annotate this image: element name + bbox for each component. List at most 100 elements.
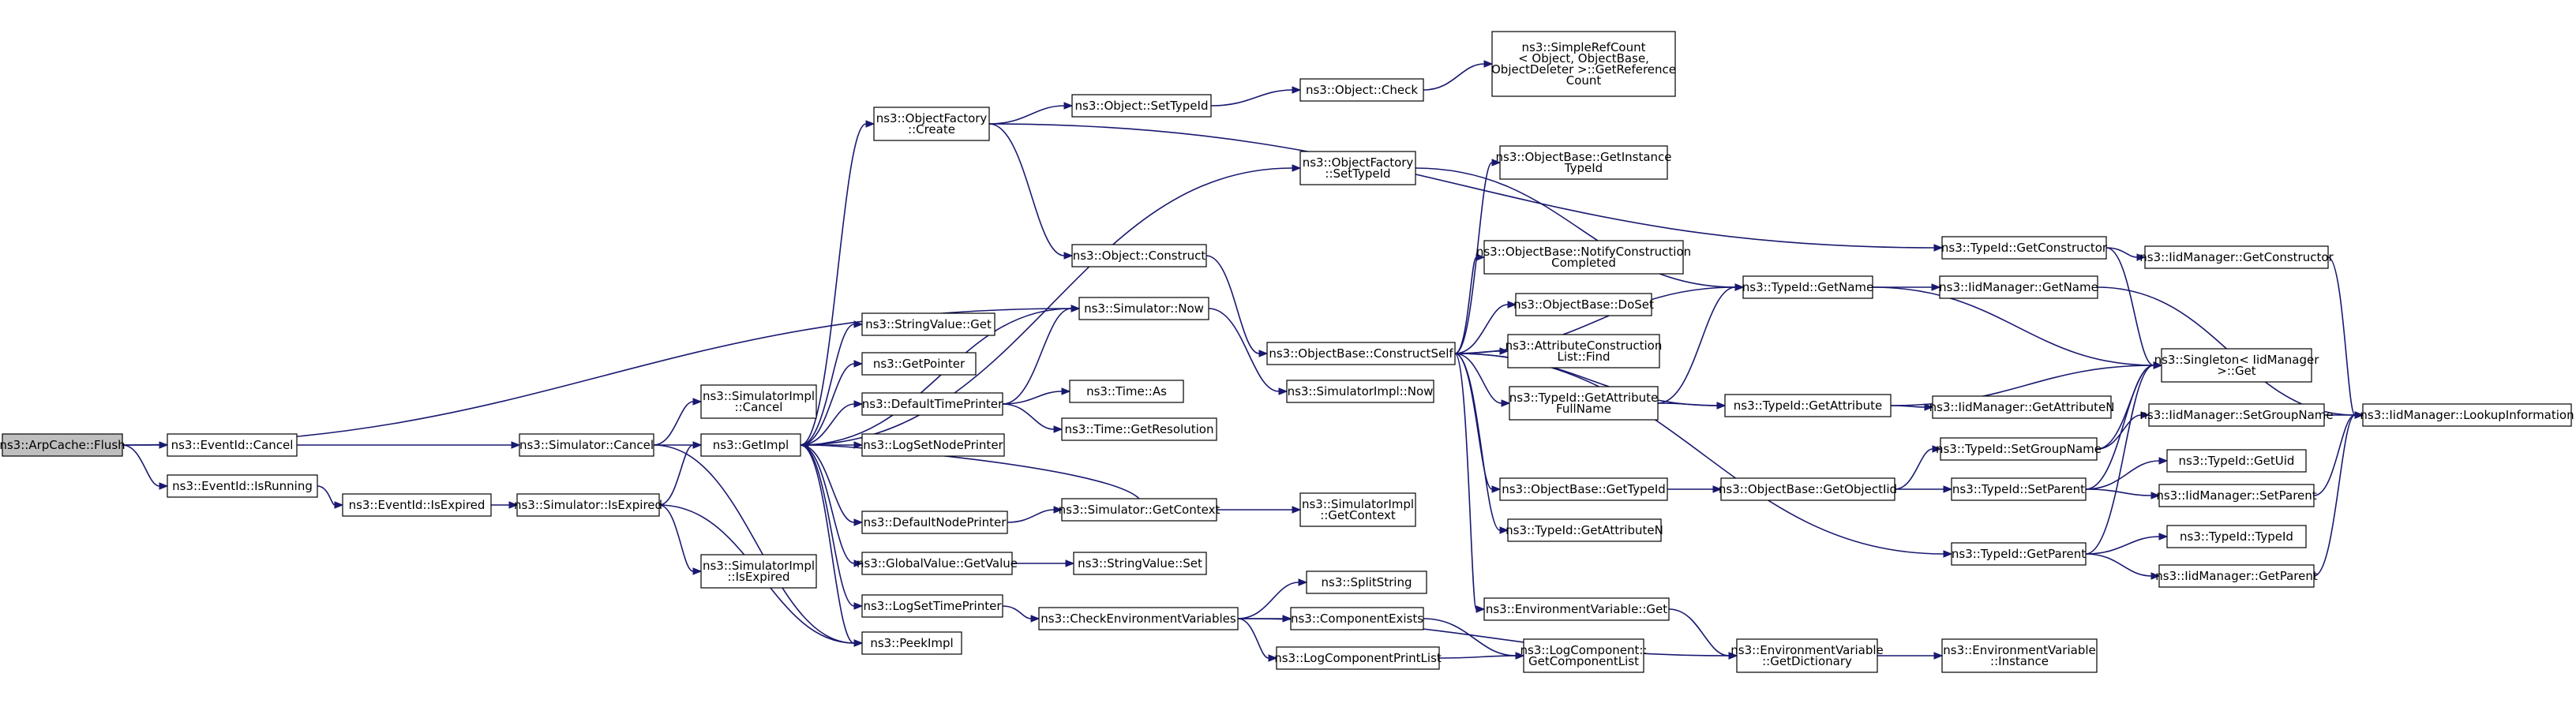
node-typeid-getattributen[interactable]: ns3::TypeId::GetAttributeN (1505, 518, 1663, 542)
node-label: ns3::ObjectFactory (876, 111, 988, 125)
edge-line (2085, 488, 2152, 496)
node-typeid-setparent[interactable]: ns3::TypeId::SetParent (1951, 477, 2087, 501)
node-time-getresolution[interactable]: ns3::Time::GetResolution (1061, 417, 1217, 441)
node-label: ns3::Object::Check (1306, 83, 1418, 97)
node-strval-set[interactable]: ns3::StringValue::Set (1073, 552, 1207, 575)
node-typeid-getname[interactable]: ns3::TypeId::GetName (1742, 275, 1873, 299)
edge-objfactory-create-to-typeid-getconstructor (988, 123, 1944, 252)
node-objfactory-settypeid[interactable]: ns3::ObjectFactory::SetTypeId (1299, 151, 1416, 185)
node-objbase-gettypeid[interactable]: ns3::ObjectBase::GetTypeId (1499, 477, 1668, 501)
node-iidmanager-getconstructor[interactable]: ns3::IidManager::GetConstructor (2139, 245, 2334, 269)
node-objbase-notifyconstruction[interactable]: ns3::ObjectBase::NotifyConstructionCompl… (1476, 240, 1691, 275)
node-simimpl-cancel[interactable]: ns3::SimulatorImpl::Cancel (700, 384, 817, 419)
node-label: ::Create (908, 122, 955, 137)
node-label: ns3::TypeId::GetName (1742, 280, 1873, 294)
node-eid-isexpired[interactable]: ns3::EventId::IsExpired (342, 493, 492, 517)
node-getimpl[interactable]: ns3::GetImpl (700, 433, 801, 457)
edge-line (2105, 247, 2138, 258)
node-typeid-setgroupname[interactable]: ns3::TypeId::SetGroupName (1936, 437, 2102, 461)
edge-arrowhead (1491, 159, 1502, 166)
node-peekimpl[interactable]: ns3::PeekImpl (861, 631, 962, 655)
edge-arrowhead (1507, 301, 1517, 309)
node-label: ns3::GetImpl (713, 438, 789, 452)
node-eid-isrunning[interactable]: ns3::EventId::IsRunning (167, 474, 318, 498)
edge-arrowhead (1298, 578, 1308, 586)
node-splitstring[interactable]: ns3::SplitString (1306, 570, 1427, 594)
node-iidmanager-lookupinformation[interactable]: ns3::IidManager::LookupInformation (2360, 403, 2574, 427)
edge-line (800, 167, 1293, 446)
edge-arrowhead (2136, 253, 2147, 261)
node-objbase-constructself[interactable]: ns3::ObjectBase::ConstructSelf (1266, 342, 1456, 365)
node-logcomponentprintlist[interactable]: ns3::LogComponentPrintList (1274, 646, 1442, 670)
node-sim-now[interactable]: ns3::Simulator::Now (1078, 297, 1209, 320)
node-label: ObjectDeleter >::GetReference (1491, 62, 1676, 77)
node-simimpl-now[interactable]: ns3::SimulatorImpl::Now (1286, 380, 1434, 403)
node-box (700, 554, 817, 589)
node-iidmanager-getname[interactable]: ns3::IidManager::GetName (1939, 275, 2098, 299)
node-sim-getcontext[interactable]: ns3::Simulator::GetContext (1059, 498, 1221, 522)
node-envvar-getdictionary[interactable]: ns3::EnvironmentVariable::GetDictionary (1730, 638, 1884, 673)
node-getpointer[interactable]: ns3::GetPointer (861, 352, 977, 376)
node-envvar-instance[interactable]: ns3::EnvironmentVariable::Instance (1941, 638, 2098, 673)
node-logcomponent-getcomponentlist[interactable]: ns3::LogComponent::GetComponentList (1520, 638, 1648, 673)
node-iidmanager-getattributen[interactable]: ns3::IidManager::GetAttributeN (1929, 395, 2115, 419)
node-sim-cancel[interactable]: ns3::Simulator::Cancel (519, 433, 654, 457)
node-typeid-getattribute[interactable]: ns3::TypeId::GetAttribute (1724, 394, 1892, 417)
edge-line (808, 444, 1140, 499)
node-typeid-typeid[interactable]: ns3::TypeId::TypeId (2166, 525, 2307, 548)
node-label: ns3::TypeId::TypeId (2180, 529, 2293, 544)
node-box (1509, 386, 1659, 421)
node-globalvalue-getvalue[interactable]: ns3::GlobalValue::GetValue (857, 552, 1018, 575)
node-defaultnodeprinter[interactable]: ns3::DefaultNodePrinter (861, 511, 1008, 534)
node-time-as[interactable]: ns3::Time::As (1069, 380, 1184, 403)
edge-typeid-getparent-to-singleton-get (2085, 361, 2163, 555)
node-checkenvvars[interactable]: ns3::CheckEnvironmentVariables (1038, 607, 1239, 630)
edge-line (1894, 448, 1933, 490)
edge-arrowhead (159, 482, 169, 490)
edge-line (800, 444, 855, 644)
node-box (1061, 498, 1217, 522)
node-singleton-get[interactable]: ns3::Singleton< IidManager >::Get (2154, 348, 2320, 383)
node-box (1951, 542, 2087, 566)
node-flush[interactable]: ns3::ArpCache::Flush (0, 433, 126, 457)
node-box (167, 474, 318, 498)
node-sim-isexpired[interactable]: ns3::Simulator::IsExpired (514, 493, 662, 517)
node-logsettimeprinter[interactable]: ns3::LogSetTimePrinter (861, 594, 1003, 618)
edge-line (988, 123, 1065, 256)
edge-arrowhead (1924, 403, 1934, 411)
node-objbase-getobjectiid[interactable]: ns3::ObjectBase::GetObjectIid (1719, 477, 1897, 501)
node-simimpl-getcontext[interactable]: ns3::SimulatorImpl::GetContext (1299, 492, 1416, 527)
node-logsetnodeprinter[interactable]: ns3::LogSetNodePrinter (861, 433, 1005, 457)
edge-arrowhead (1063, 102, 1074, 110)
node-simplerefcount[interactable]: ns3::SimpleRefCount< Object, ObjectBase,… (1491, 31, 1676, 97)
node-componentexists[interactable]: ns3::ComponentExists (1290, 607, 1424, 630)
node-defaulttimeprinter[interactable]: ns3::DefaultTimePrinter (861, 392, 1003, 416)
edge-line (2096, 414, 2142, 450)
edge-line (800, 308, 1072, 446)
node-box (1299, 492, 1416, 527)
node-object-check[interactable]: ns3::Object::Check (1299, 78, 1424, 102)
node-label: ns3::EnvironmentVariable (1943, 643, 2095, 657)
node-object-construct[interactable]: ns3::Object::Construct (1071, 244, 1207, 267)
node-iidmanager-setparent[interactable]: ns3::IidManager::SetParent (2156, 484, 2317, 507)
node-objbase-doset[interactable]: ns3::ObjectBase::DoSet (1513, 293, 1654, 316)
node-box (1523, 638, 1644, 673)
node-label: ns3::ObjectBase::NotifyConstruction (1476, 245, 1691, 259)
node-objfactory-create[interactable]: ns3::ObjectFactory::Create (873, 107, 990, 141)
node-simimpl-isexpired[interactable]: ns3::SimulatorImpl::IsExpired (700, 554, 817, 589)
edge-iidmanager-getparent-to-iidmanager-lookupinformation (2313, 411, 2364, 577)
node-label: ns3::IidManager::GetConstructor (2139, 250, 2334, 264)
node-iidmanager-getparent[interactable]: ns3::IidManager::GetParent (2155, 564, 2318, 588)
node-eid-cancel[interactable]: ns3::EventId::Cancel (167, 433, 298, 457)
node-strval-get[interactable]: ns3::StringValue::Get (861, 312, 996, 336)
node-envvar-get[interactable]: ns3::EnvironmentVariable::Get (1483, 597, 1670, 621)
node-typeid-getparent[interactable]: ns3::TypeId::GetParent (1951, 542, 2087, 566)
edge-arrowhead (1728, 652, 1738, 660)
node-object-settypeid[interactable]: ns3::Object::SetTypeId (1071, 94, 1212, 118)
node-typeid-getuid[interactable]: ns3::TypeId::GetUid (2166, 449, 2307, 473)
node-iidmanager-setgroupname[interactable]: ns3::IidManager::SetGroupName (2139, 403, 2334, 427)
node-typeid-getconstructor[interactable]: ns3::TypeId::GetConstructor (1941, 236, 2108, 260)
